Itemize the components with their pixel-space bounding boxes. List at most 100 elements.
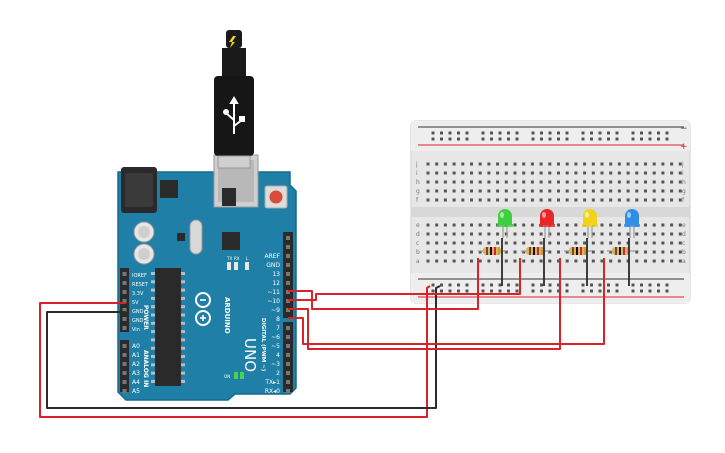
breadboard-hole [557, 180, 560, 184]
resistor-band [572, 247, 574, 255]
rail-hole [557, 131, 560, 135]
wire-gnd[interactable] [46, 285, 441, 409]
rail-hole [665, 283, 669, 287]
led-rim [624, 224, 640, 227]
rail-hole [448, 137, 452, 141]
breadboard-hole [661, 171, 665, 175]
wire-d9[interactable] [288, 258, 561, 350]
rail-hole [507, 283, 510, 287]
breadboard-hole [583, 232, 587, 236]
header-pin [286, 380, 290, 384]
rail-hole [565, 131, 569, 135]
breadboard-hole [443, 250, 447, 254]
breadboard-hole [600, 198, 604, 202]
pin-label-a3: A3 [132, 370, 140, 377]
breadboard-hole [478, 241, 482, 245]
rail-hole [581, 131, 585, 135]
pin-label-a0: A0 [132, 343, 140, 350]
wire-d11[interactable] [288, 258, 479, 310]
rail-hole [640, 131, 643, 135]
breadboard-hole [426, 232, 430, 236]
breadboard-hole [426, 180, 430, 184]
header-pin [286, 353, 290, 357]
led-green[interactable] [497, 209, 513, 238]
breadboard-hole [426, 171, 430, 175]
usb-cable-icon[interactable] [214, 30, 254, 169]
rx-led [234, 262, 238, 270]
led-body [625, 209, 639, 225]
breadboard-hole [609, 250, 613, 254]
rail-hole [640, 289, 643, 293]
breadboard-hole [461, 198, 465, 202]
breadboard-hole [678, 189, 682, 193]
row-letter-right: e [682, 222, 686, 229]
wire-d8[interactable] [288, 258, 605, 345]
rail-hole [507, 137, 510, 141]
chip-pin [151, 272, 155, 275]
rail-hole [481, 289, 485, 293]
digital-pin-labels-high: AREF GND 13 12 ~11 ~10 ~9 8 [264, 253, 280, 323]
rail-hole [648, 131, 652, 135]
breadboard-hole [548, 259, 552, 263]
led-yellow[interactable] [582, 209, 598, 238]
led-red[interactable] [539, 209, 555, 238]
bottom-power-rail [411, 273, 690, 303]
breadboard-hole [600, 250, 604, 254]
rail-hole [607, 289, 610, 293]
wire-d10[interactable] [288, 258, 521, 301]
breadboard-hole [452, 223, 456, 227]
crystal-oscillator [189, 219, 203, 255]
breadboard-hole [670, 171, 674, 175]
breadboard-hole [470, 198, 473, 202]
breadboard-hole [530, 232, 534, 236]
rail-hole [590, 289, 593, 293]
resistor[interactable] [607, 247, 635, 255]
arduino-uno-board[interactable]: TX RX L ARDUINO UNO ON IOREF RESET 3.3V [117, 154, 297, 401]
breadboard-hole [591, 180, 595, 184]
led-blue[interactable] [624, 209, 640, 238]
breadboard-hole [426, 198, 430, 202]
breadboard-hole [678, 162, 682, 166]
breadboard-hole [565, 259, 569, 263]
breadboard-hole [678, 171, 682, 175]
rail-hole [565, 289, 569, 293]
wire-5v[interactable] [39, 285, 431, 418]
breadboard-hole [600, 241, 604, 245]
resistors[interactable] [478, 247, 635, 255]
breadboard-hole [565, 198, 569, 202]
breadboard-hole [530, 162, 534, 166]
breadboard-hole [496, 180, 500, 184]
voltage-regulator [160, 180, 178, 198]
header-pin [286, 335, 290, 339]
leds[interactable] [497, 209, 640, 238]
breadboard-hole [652, 198, 656, 202]
chip-pin [181, 355, 185, 358]
breadboard-hole [496, 232, 500, 236]
small-chip [177, 233, 185, 241]
breadboard-hole [452, 259, 456, 263]
led-body [583, 209, 597, 225]
breadboard-hole [583, 171, 587, 175]
breadboard-hole [635, 259, 639, 263]
breadboard-hole [609, 180, 613, 184]
chip-pin [181, 296, 185, 300]
rail-hole [465, 131, 469, 135]
breadboard-hole [678, 180, 682, 184]
breadboard-hole [548, 162, 552, 166]
breadboard-hole [626, 180, 630, 184]
breadboard-hole [557, 198, 560, 202]
rail-hole [440, 289, 443, 293]
breadboard-hole [426, 223, 430, 227]
pin-label-d6: ~6 [271, 334, 280, 341]
breadboard-hole [443, 223, 447, 227]
reset-button-cap[interactable] [269, 190, 283, 204]
rail-hole [565, 283, 569, 287]
breadboard-hole [496, 171, 500, 175]
header-pin [122, 389, 127, 393]
resistor[interactable] [564, 247, 592, 255]
breadboard-hole [661, 241, 665, 245]
resistor[interactable] [521, 247, 549, 255]
wires[interactable] [39, 238, 630, 418]
rail-hole [431, 131, 435, 135]
breadboard-hole [617, 198, 621, 202]
